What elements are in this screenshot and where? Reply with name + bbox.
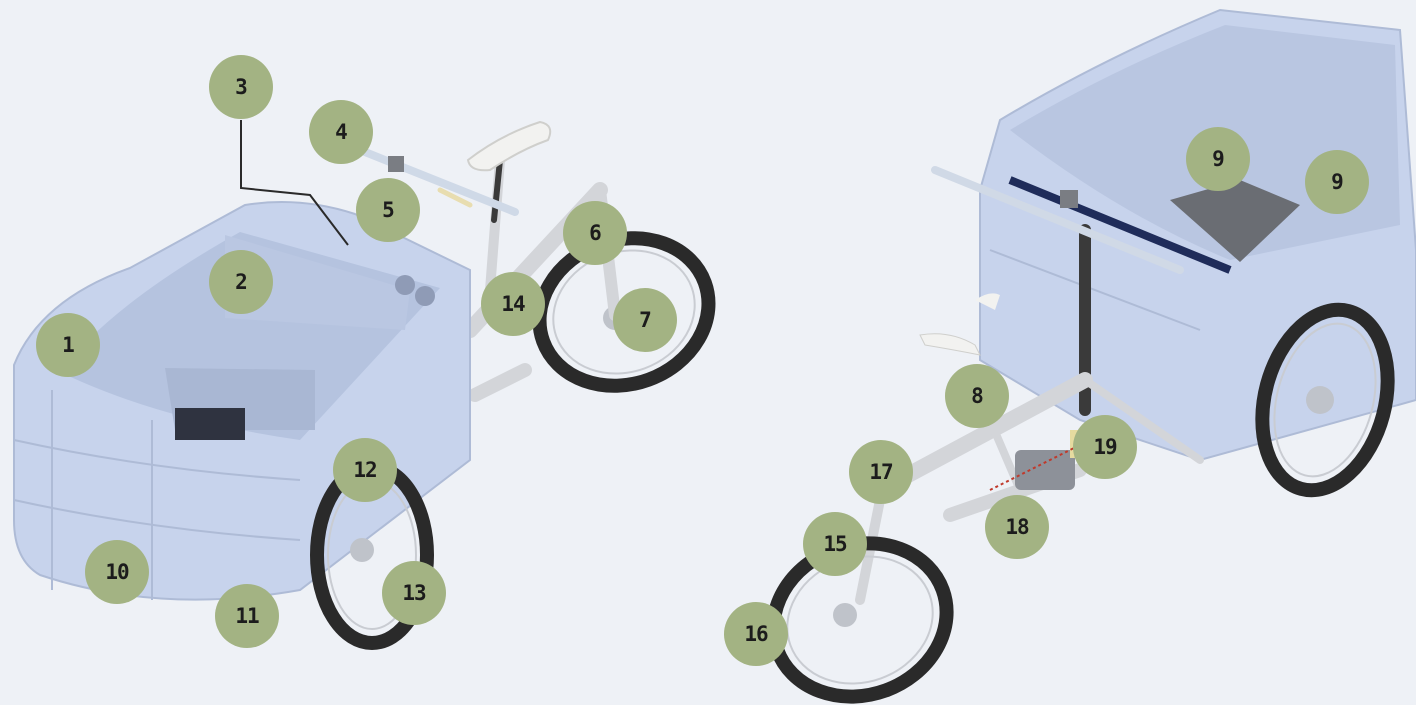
callout-13: 13	[382, 561, 446, 625]
motor-unit	[1015, 450, 1075, 490]
callout-10: 10	[85, 540, 149, 604]
callout-17: 17	[849, 440, 913, 504]
callout-16: 16	[724, 602, 788, 666]
cargo-trike-rear-view	[752, 10, 1416, 705]
callout-9-right: 9	[1305, 150, 1369, 214]
callout-11: 11	[215, 584, 279, 648]
callout-3: 3	[209, 55, 273, 119]
callout-12: 12	[333, 438, 397, 502]
callout-4: 4	[309, 100, 373, 164]
saddle	[468, 122, 550, 170]
callout-6: 6	[563, 201, 627, 265]
callout-14: 14	[481, 272, 545, 336]
callout-8: 8	[945, 364, 1009, 428]
callout-19: 19	[1073, 415, 1137, 479]
callout-7: 7	[613, 288, 677, 352]
callout-9-left: 9	[1186, 127, 1250, 191]
rear-saddle	[920, 334, 980, 355]
callout-2: 2	[209, 250, 273, 314]
callout-1: 1	[36, 313, 100, 377]
callout-15: 15	[803, 512, 867, 576]
callout-5: 5	[356, 178, 420, 242]
bike-frame	[470, 160, 615, 395]
callout-18: 18	[985, 495, 1049, 559]
